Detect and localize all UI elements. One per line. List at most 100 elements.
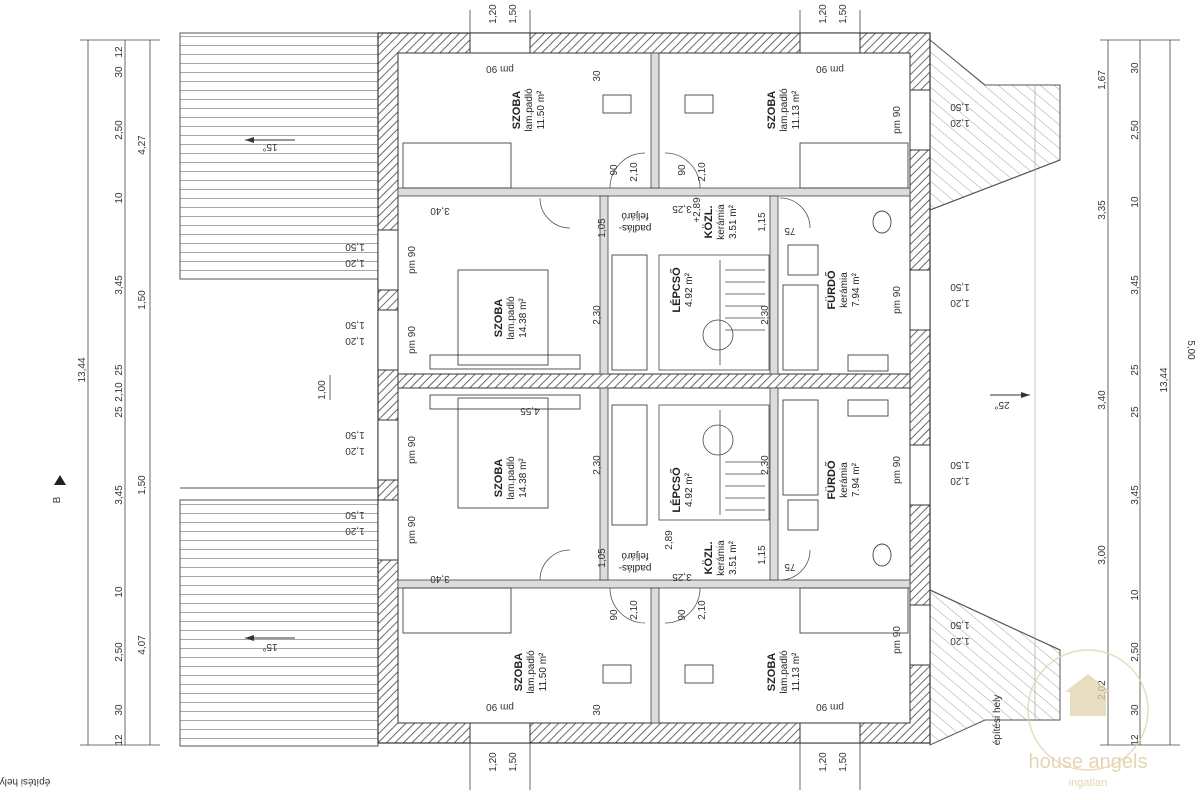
room-lepcso-1: LÉPCSŐ 4.92 m² <box>670 267 695 313</box>
room-name: SZOBA <box>511 91 523 130</box>
room-szoba-6: SZOBA lam.padló 11.13 m² <box>766 650 802 694</box>
room-szoba-3: SZOBA lam.padló 14.38 m² <box>493 296 529 340</box>
room-name: KÖZL. <box>702 206 715 239</box>
room-kozl-1: KÖZL. kerámia 3.51 m² <box>702 204 739 240</box>
dim-inner-3: 1,50 <box>950 101 970 112</box>
room-szoba-5: SZOBA lam.padló 11.50 m² <box>513 650 549 694</box>
dim-inner-3: 1,50 <box>345 429 365 440</box>
dim-left-1: 30 <box>114 66 125 78</box>
watermark-brand: house angels <box>1029 751 1148 773</box>
dim-inner-3: 1,50 <box>950 281 970 292</box>
dim-inner-3: 1,50 <box>950 459 970 470</box>
pm90-label: pm 90 <box>407 436 418 464</box>
roof-pitch-25: 25° <box>994 399 1009 410</box>
room-finish: lam.padló <box>506 456 517 500</box>
room-finish: lam.padló <box>779 88 790 132</box>
dim-top-0: 1,20 <box>488 4 499 24</box>
pm90-label: pm 90 <box>816 63 844 74</box>
pm90-label: pm 90 <box>407 326 418 354</box>
room-name: KÖZL. <box>702 542 715 575</box>
room-name: SZOBA <box>493 299 505 338</box>
dim-inner-4: 1,20 <box>345 257 365 268</box>
dim-inner-4: 1,20 <box>345 525 365 536</box>
dim-inner-10: 75 <box>784 225 796 236</box>
dim-inner-1: 2,30 <box>760 455 771 475</box>
dim-right-total-5: 13,44 <box>1159 367 1170 392</box>
dim-left-5: 25 <box>114 364 125 376</box>
dim-inner-5: 90 <box>609 609 620 621</box>
room-finish: lam.padló <box>506 296 517 340</box>
dim-inner-14: 3,25 <box>672 571 692 582</box>
dim-inner-5: 90 <box>677 609 688 621</box>
dim-bottom-1: 1,50 <box>508 752 519 772</box>
dim-left-6: 2,10 <box>114 382 125 402</box>
dim-inner-3: 1,50 <box>345 241 365 252</box>
dim-right-total-6: 5,00 <box>1185 340 1196 360</box>
dim-left-total-3: 1,00 <box>317 380 328 400</box>
dim-bottom-0: 1,20 <box>488 752 499 772</box>
room-szoba-4: SZOBA lam.padló 14.38 m² <box>493 456 529 500</box>
dim-bottom-2: 1,20 <box>818 752 829 772</box>
room-area: 11.13 m² <box>791 90 802 129</box>
dim-inner-0: 3,40 <box>430 205 450 216</box>
dimension-texts: 12 30 2,50 10 3,45 25 2,10 25 3,45 10 2,… <box>77 4 1196 772</box>
dim-left-11: 30 <box>114 704 125 716</box>
room-area: 7.94 m² <box>851 272 862 307</box>
roof-pitch-15: 15° <box>262 641 277 652</box>
dim-inner-4: 1,20 <box>950 297 970 308</box>
dim-left-7: 25 <box>114 406 125 418</box>
room-area: 11.50 m² <box>536 90 547 129</box>
dim-inner-6: 30 <box>592 704 603 716</box>
dim-left-3: 10 <box>114 192 125 204</box>
dim-inner-4: 1,20 <box>950 635 970 646</box>
dim-right-total-3: 3,00 <box>1097 545 1108 565</box>
dim-left-10: 2,50 <box>114 642 125 662</box>
room-finish: lam.padló <box>524 88 535 132</box>
dim-left-total-1: 13,44 <box>77 357 88 382</box>
room-finish: kerámia <box>716 204 727 240</box>
dim-inner-3: 1,50 <box>345 319 365 330</box>
dim-bottom-3: 1,50 <box>838 752 849 772</box>
room-area: 14.38 m² <box>518 458 529 498</box>
dim-right-10: 12 <box>1130 734 1141 746</box>
room-name: LÉPCSŐ <box>670 467 683 513</box>
door-swings <box>539 152 811 624</box>
room-kozl-2: KÖZL. kerámia 3.51 m² <box>702 540 739 576</box>
dim-right-8: 2,50 <box>1130 642 1141 662</box>
dim-inner-8: 1,15 <box>757 212 768 232</box>
pm90-label: pm 90 <box>892 456 903 484</box>
dim-inner-4: 1,20 <box>345 335 365 346</box>
dim-inner-10: 75 <box>784 561 796 572</box>
site-label-left: építési hely <box>0 776 50 787</box>
room-area: 4.92 m² <box>684 272 695 307</box>
room-name: LÉPCSŐ <box>670 267 683 313</box>
house-icon <box>1070 690 1106 716</box>
room-name: SZOBA <box>766 91 778 130</box>
site-label-right: építési hely <box>992 695 1003 746</box>
dim-right-total-1: 3,35 <box>1097 200 1108 220</box>
furniture <box>402 94 909 684</box>
attic-hatch-2: padlás- feljáró <box>619 550 652 573</box>
dim-right-3: 3,45 <box>1130 275 1141 295</box>
pm90-label: pm 90 <box>407 246 418 274</box>
pm90-label: pm 90 <box>486 63 514 74</box>
dim-left-total-0: 4,27 <box>137 135 148 155</box>
room-name: SZOBA <box>766 653 778 692</box>
dim-inner-7: 1,05 <box>597 548 608 568</box>
dim-inner-11: +2,89 <box>692 197 703 223</box>
watermark: house angels ingatlan <box>1027 649 1149 789</box>
dim-inner-14: 3,25 <box>672 203 692 214</box>
dim-inner-5: 90 <box>609 164 620 176</box>
dim-left-8: 3,45 <box>114 485 125 505</box>
room-name: FÜRDŐ <box>825 270 838 310</box>
dim-inner-6: 30 <box>592 70 603 82</box>
room-szoba-1: SZOBA lam.padló 11.50 m² <box>511 88 547 132</box>
dim-inner-2: 2,10 <box>697 600 708 620</box>
dim-left-0: 12 <box>114 46 125 58</box>
hatch-label-1: padlás- <box>619 222 652 233</box>
room-name: FÜRDŐ <box>825 460 838 500</box>
roof-pitch-15: 15° <box>262 141 277 152</box>
room-finish: kerámia <box>839 272 850 308</box>
dim-right-6: 3,45 <box>1130 485 1141 505</box>
dim-inner-12: 4,55 <box>520 405 540 416</box>
